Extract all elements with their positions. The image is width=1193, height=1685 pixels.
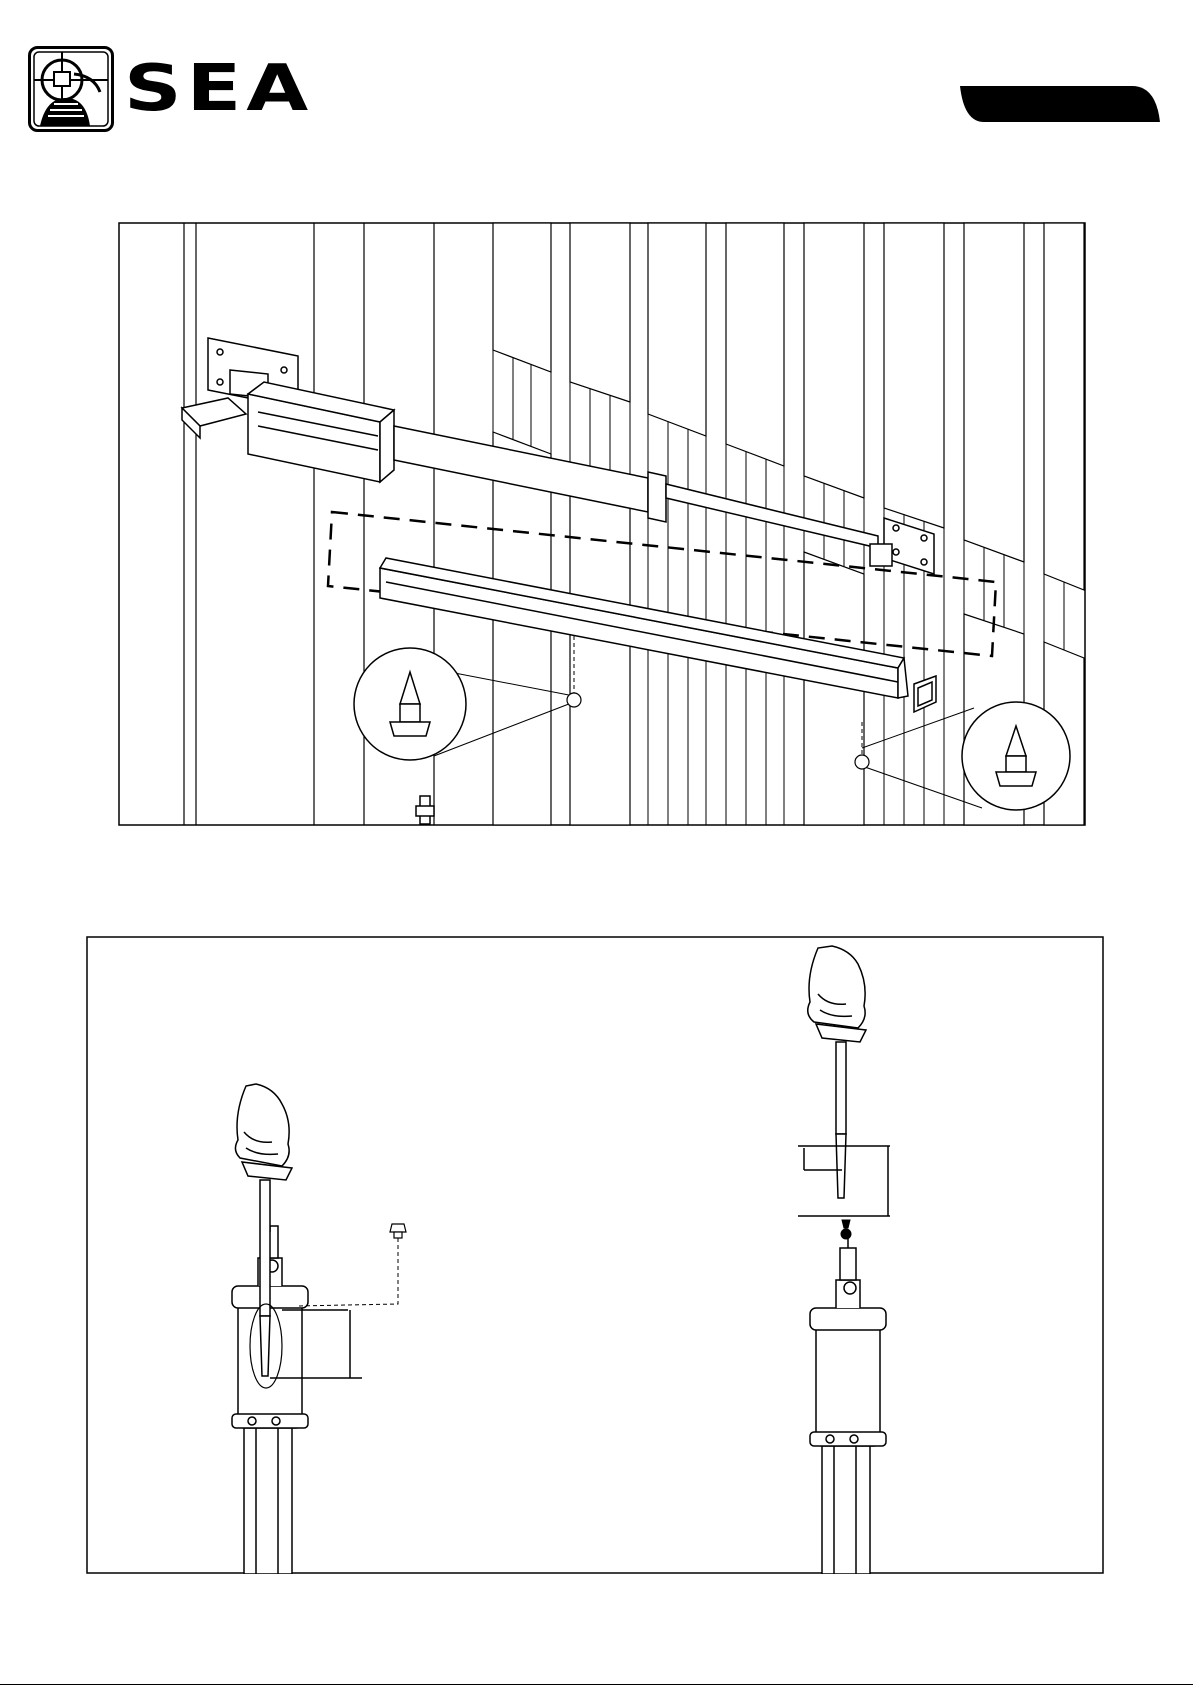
cover-installation-drawing xyxy=(118,222,1086,826)
brand-name: SEA xyxy=(124,46,313,132)
cover-installation-figure xyxy=(118,222,1086,826)
plug-hole-left xyxy=(567,693,581,707)
section-tab xyxy=(960,86,1160,122)
screwdriver-icon xyxy=(836,1042,846,1198)
release-screw-drawing xyxy=(86,936,1104,1574)
screwdriver-icon xyxy=(260,1180,270,1376)
release-screw-figure xyxy=(86,936,1104,1574)
brand-logo: SEA xyxy=(28,46,290,132)
sea-helmet-logo-icon xyxy=(28,46,114,132)
plug-detail-icon xyxy=(354,648,466,760)
plug-detail-icon xyxy=(962,702,1070,810)
plug-hole-right xyxy=(855,755,869,769)
